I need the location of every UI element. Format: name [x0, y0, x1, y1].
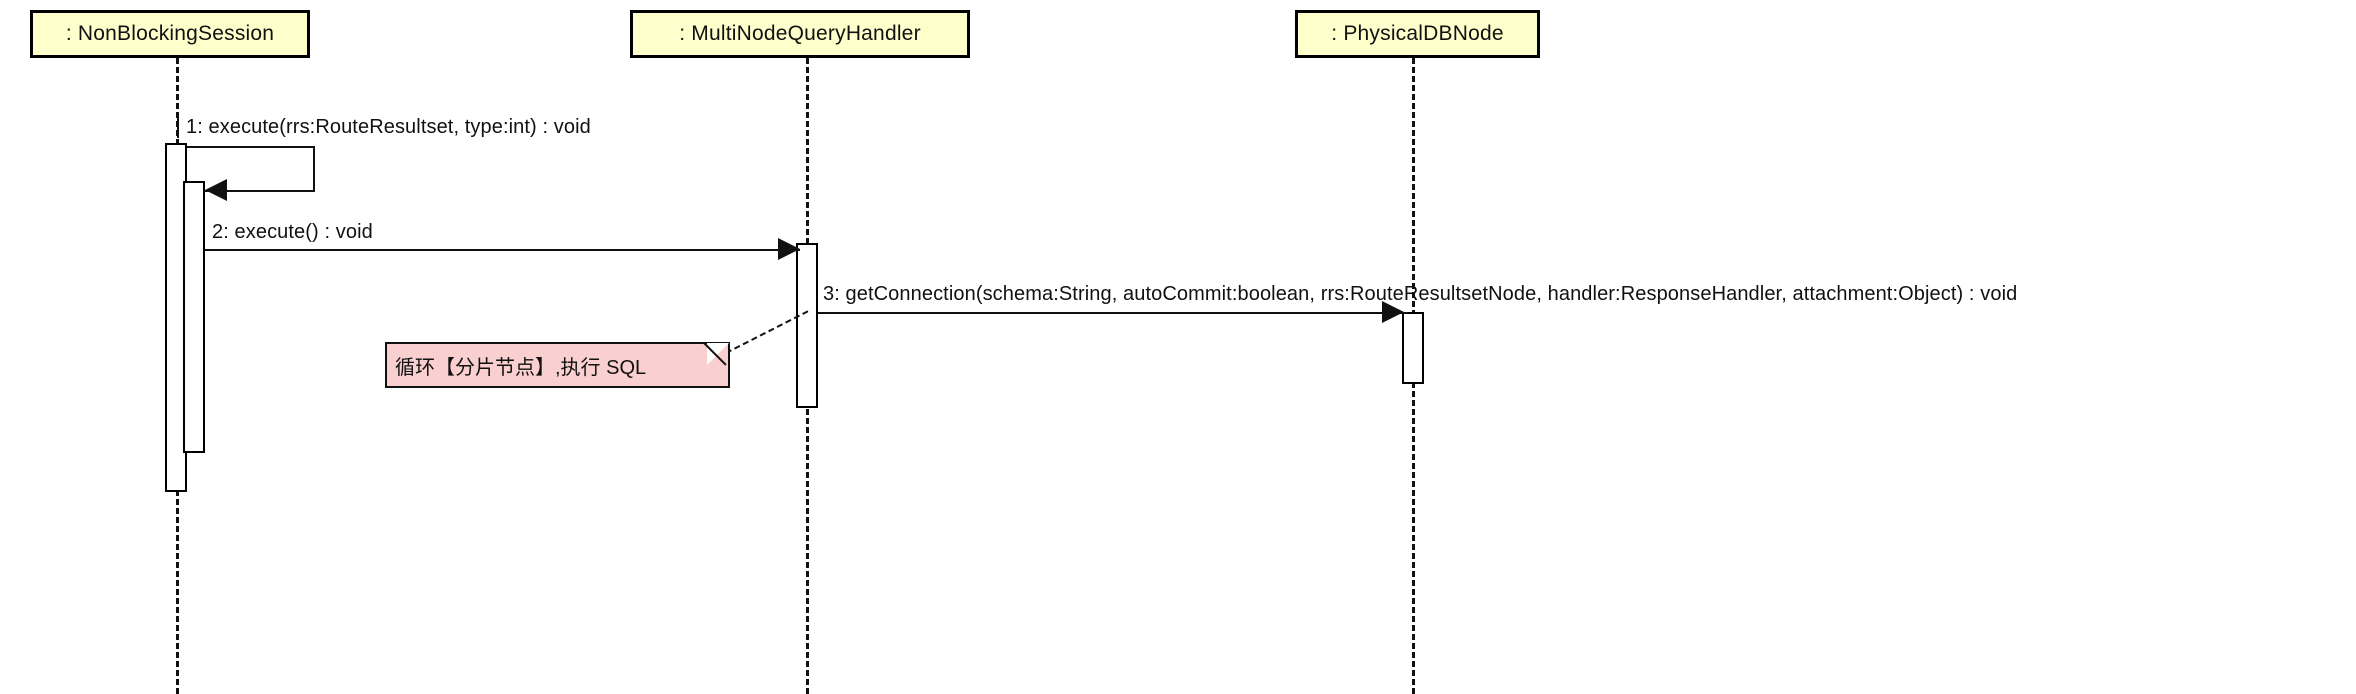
lifeline-label: : NonBlockingSession	[65, 22, 275, 45]
message-3-line	[818, 312, 1408, 314]
message-2-label: 2: execute() : void	[212, 221, 373, 243]
note-fold-corner	[707, 343, 729, 365]
lifeline-head-physicaldbnode[interactable]: : PhysicalDBNode	[1295, 10, 1540, 58]
lifeline-label: : PhysicalDBNode	[1331, 22, 1504, 45]
message-3-label: 3: getConnection(schema:String, autoComm…	[823, 283, 2018, 305]
message-1-arrowhead	[205, 179, 227, 201]
note-loop-execute-sql: 循环【分片节点】,执行 SQL	[385, 342, 730, 388]
lifeline-label: : MultiNodeQueryHandler	[679, 22, 921, 45]
activation-bar-handler	[796, 243, 818, 408]
message-2-line	[205, 249, 800, 251]
message-1-label: 1: execute(rrs:RouteResultset, type:int)…	[186, 116, 591, 138]
lifeline-head-nonblockingsession[interactable]: : NonBlockingSession	[30, 10, 310, 58]
message-1-self-bottom-segment	[205, 190, 315, 192]
note-text: 循环【分片节点】,执行 SQL	[395, 356, 647, 379]
message-1-start-tick	[177, 114, 179, 138]
message-1-self-top-segment	[187, 146, 315, 148]
activation-bar-session-inner	[183, 181, 205, 453]
message-1-self-right-segment	[313, 146, 315, 190]
lifeline-head-multinodequeryhandler[interactable]: : MultiNodeQueryHandler	[630, 10, 970, 58]
message-2-arrowhead	[778, 238, 800, 260]
message-3-arrowhead	[1382, 301, 1404, 323]
activation-bar-dbnode	[1402, 312, 1424, 384]
